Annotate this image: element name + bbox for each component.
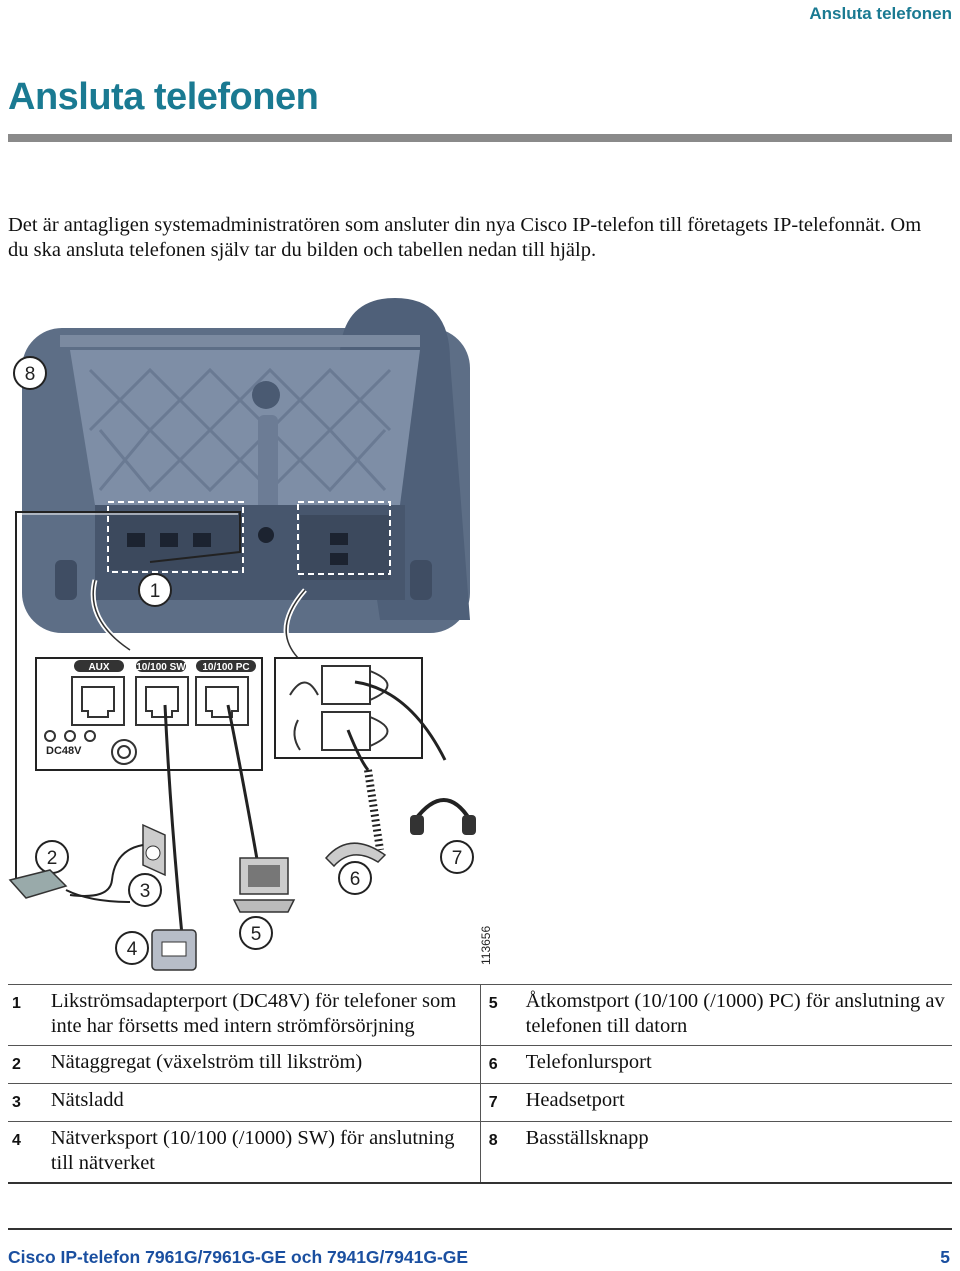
table-row: 2 Nätaggregat (växelström till likström)… xyxy=(8,1045,952,1084)
parts-table: 1 Likströmsadapterport (DC48V) för telef… xyxy=(8,984,952,1184)
coiled-cord xyxy=(364,769,384,851)
row-num: 8 xyxy=(479,1121,522,1184)
handset-headset-panel xyxy=(274,657,423,759)
callout-8: 8 xyxy=(13,356,47,390)
row-num: 1 xyxy=(8,984,47,1046)
callout-6: 6 xyxy=(338,861,372,895)
svg-text:7: 7 xyxy=(452,848,463,869)
row-num: 4 xyxy=(8,1121,47,1184)
row-num: 3 xyxy=(8,1083,47,1122)
svg-text:5: 5 xyxy=(251,924,262,945)
row-num: 5 xyxy=(479,984,522,1046)
connection-figure: 8 1 AUX 10/100 SW 10/100 PC DC48V xyxy=(8,298,493,971)
row-desc: Nätaggregat (växelström till likström) xyxy=(46,1045,481,1084)
headset-icon xyxy=(410,798,476,835)
svg-text:AUX: AUX xyxy=(88,662,109,673)
svg-text:6: 6 xyxy=(350,869,361,890)
title-rule xyxy=(8,134,952,142)
svg-text:2: 2 xyxy=(47,848,58,869)
row-desc: Nätverksport (10/100 (/1000) SW) för ans… xyxy=(46,1121,481,1184)
network-switch-icon xyxy=(151,929,197,971)
svg-text:1: 1 xyxy=(150,581,161,602)
table-row: 3 Nätsladd 7 Headsetport xyxy=(8,1083,952,1122)
row-desc: Likströmsadapterport (DC48V) för telefon… xyxy=(46,984,481,1046)
running-head: Ansluta telefonen xyxy=(809,4,952,23)
row-desc: Basställsknapp xyxy=(521,1121,952,1184)
svg-text:3: 3 xyxy=(140,881,151,902)
svg-text:DC48V: DC48V xyxy=(46,745,82,757)
row-num: 2 xyxy=(8,1045,47,1084)
power-outlet-icon xyxy=(69,823,166,897)
svg-text:8: 8 xyxy=(25,364,36,385)
svg-text:4: 4 xyxy=(127,939,138,960)
page-number: 5 xyxy=(940,1247,950,1267)
phone-base-icon xyxy=(22,298,470,633)
row-num: 6 xyxy=(479,1045,522,1084)
port-panel: AUX 10/100 SW 10/100 PC DC48V xyxy=(35,657,263,771)
table-row: 4 Nätverksport (10/100 (/1000) SW) för a… xyxy=(8,1121,952,1184)
row-desc: Headsetport xyxy=(521,1083,952,1122)
row-desc: Telefonlursport xyxy=(521,1045,952,1084)
callout-1: 1 xyxy=(138,573,172,607)
figure-id: 113656 xyxy=(479,926,493,965)
callout-5: 5 xyxy=(239,916,273,950)
svg-text:10/100 SW: 10/100 SW xyxy=(136,662,186,673)
page-title: Ansluta telefonen xyxy=(8,76,319,118)
power-adapter-icon xyxy=(8,869,131,903)
table-row: 1 Likströmsadapterport (DC48V) för telef… xyxy=(8,984,952,1046)
callout-4: 4 xyxy=(115,931,149,965)
footer-doc-title: Cisco IP-telefon 7961G/7961G-GE och 7941… xyxy=(8,1247,469,1267)
callout-7: 7 xyxy=(440,840,474,874)
row-num: 7 xyxy=(479,1083,522,1122)
callout-3: 3 xyxy=(128,873,162,907)
footer-rule xyxy=(8,1228,952,1230)
row-desc: Åtkomstport (10/100 (/1000) PC) för ansl… xyxy=(521,984,952,1046)
row-desc: Nätsladd xyxy=(46,1083,481,1122)
intro-paragraph: Det är antagligen systemadministratören … xyxy=(8,214,922,261)
svg-text:10/100 PC: 10/100 PC xyxy=(202,662,249,673)
computer-icon xyxy=(232,857,296,913)
callout-2: 2 xyxy=(35,840,69,874)
handset-icon xyxy=(324,842,387,868)
